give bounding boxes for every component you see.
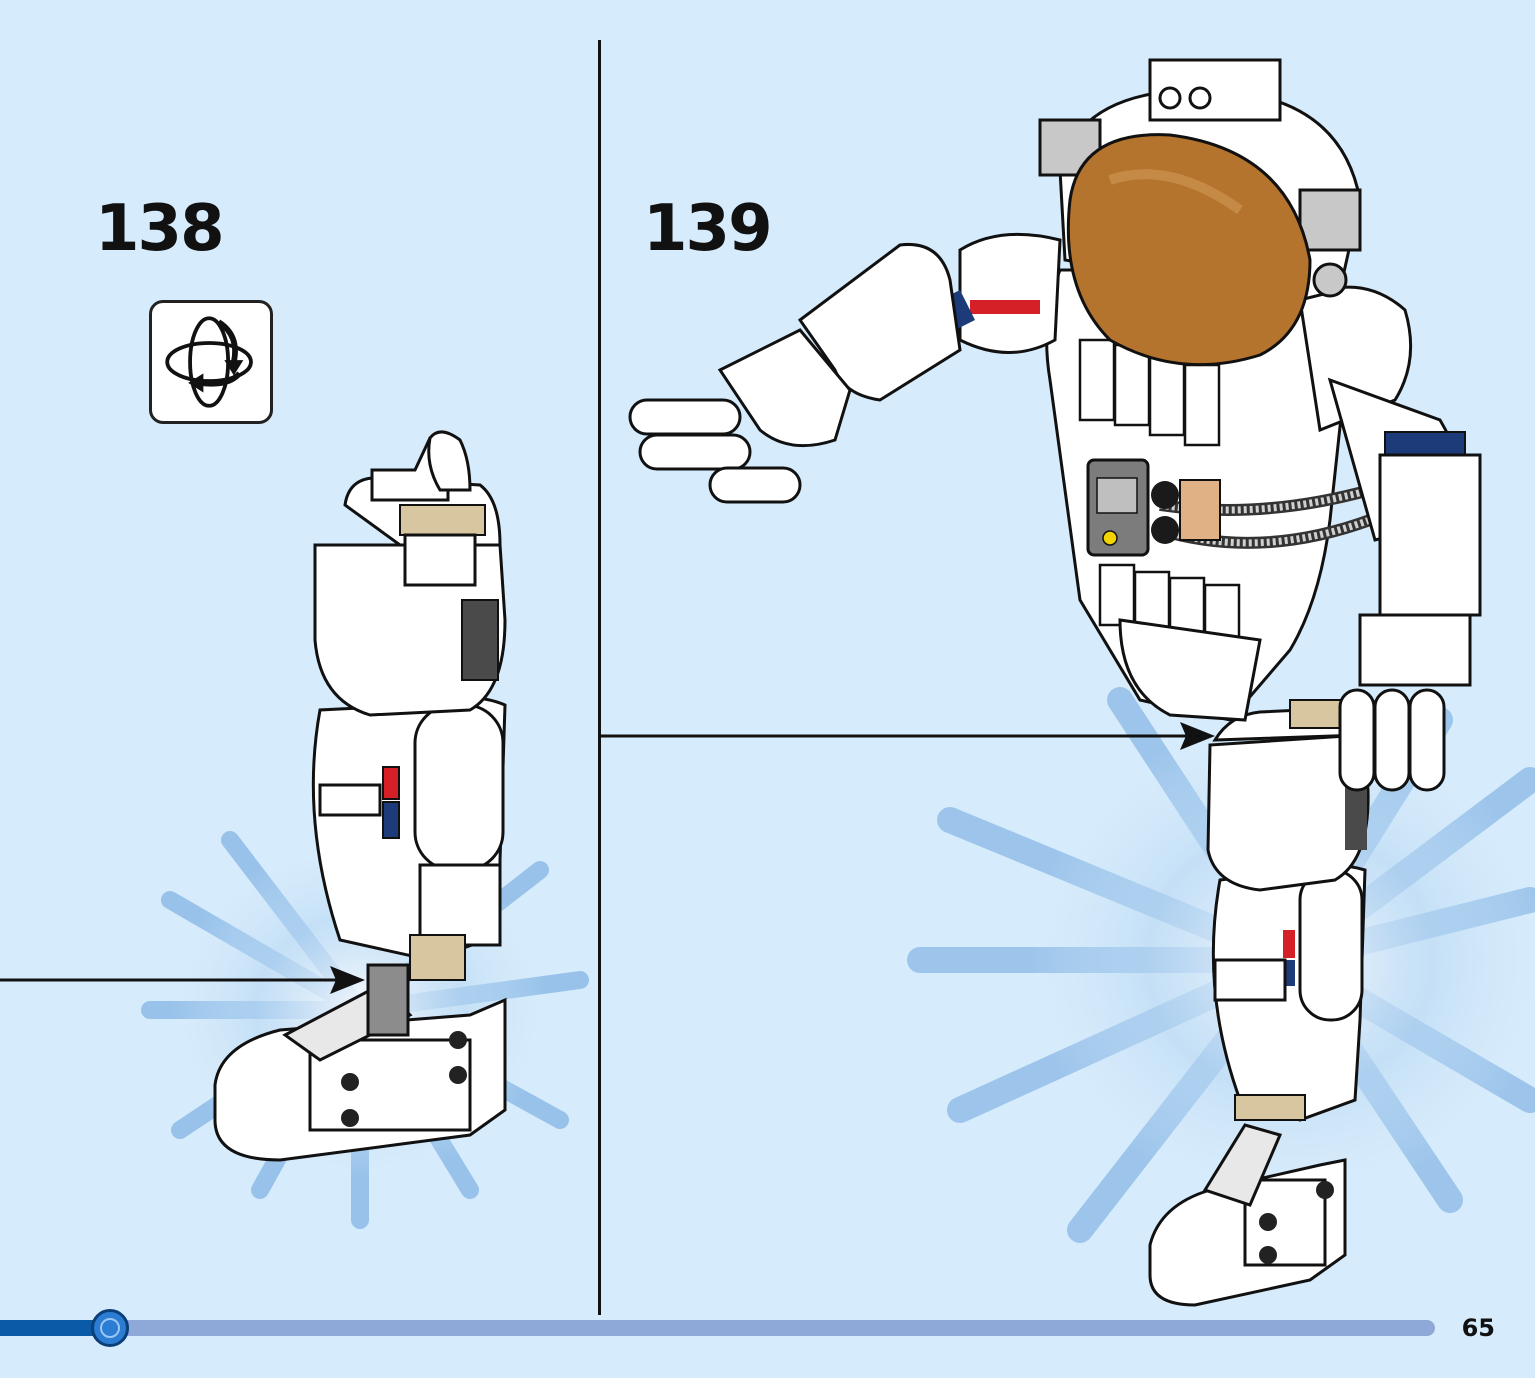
progress-knob [91,1309,129,1347]
rotate-model-icon [165,316,253,408]
progress-track [0,1320,1435,1336]
step-number-138: 138 [95,192,225,266]
step-139-astronaut-illustration [600,58,1535,1307]
progress-fill [0,1320,110,1336]
step-138-leg-illustration [0,430,589,1229]
page-number: 65 [1461,1314,1495,1342]
step-number-139: 139 [643,192,773,266]
rotate-model-callout [149,300,273,424]
step-divider [598,40,601,1315]
